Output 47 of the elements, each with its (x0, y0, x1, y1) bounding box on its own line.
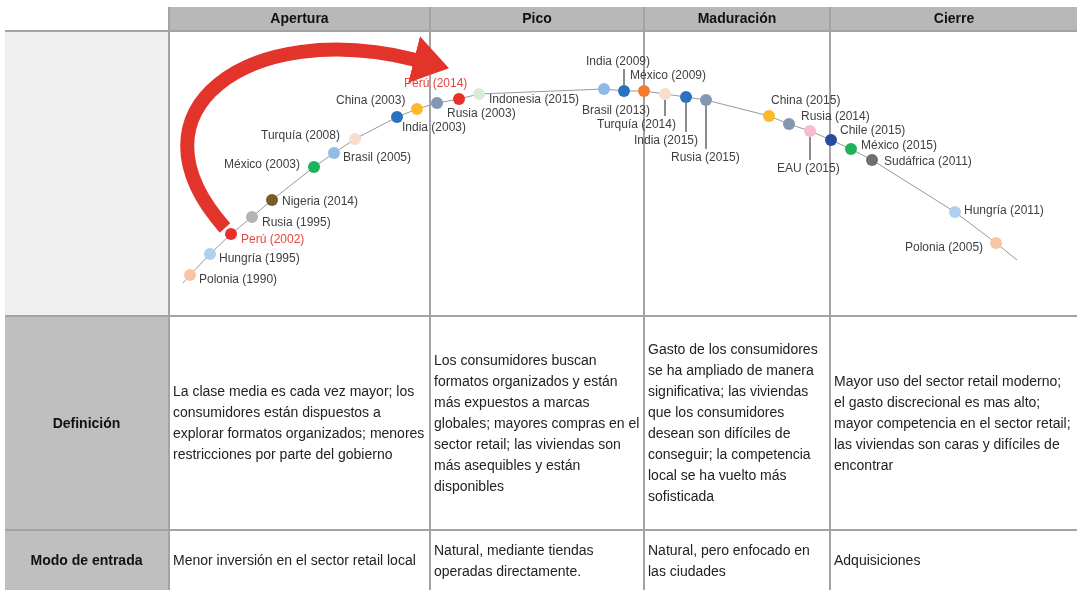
country-label: Brasil (2005) (343, 149, 412, 165)
table-cell-text: Menor inversión en el sector retail local (173, 551, 416, 570)
country-label: China (2003) (336, 92, 406, 108)
leader-line (685, 102, 687, 133)
table-cell-text: Natural, pero enfocado en las ciudades (648, 540, 811, 581)
leader-line (809, 136, 811, 161)
table-cell-text: Gasto de los consumidores se ha ampliado de manera significativa; las viviendas que los consumidores desean son difíciles de conseguir; la competencia local se ha vuelto más sofisticada (648, 340, 819, 506)
country-label: Rusia (2003) (447, 105, 516, 121)
table-cell-text: Natural, mediante tiendas operadas directamente. (434, 540, 595, 581)
leader-line (664, 99, 666, 117)
table-cell-text: La clase media es cada vez mayor; los consumidores están dispuestos a explorar formatos organizados; menores restricciones por parte del gobierno (173, 382, 426, 464)
country-label: Turquía (2014) (597, 116, 676, 132)
country-label: Rusia (1995) (262, 214, 331, 230)
leader-line (623, 68, 625, 86)
country-label: India (2003) (402, 119, 467, 135)
column-header: Pico (431, 7, 643, 30)
country-label: Nigeria (2014) (282, 193, 359, 209)
column-header: Maduración (645, 7, 829, 30)
country-label: Polonia (1990) (199, 271, 278, 287)
country-label: Chile (2015) (840, 123, 906, 138)
row-header: Definición (5, 317, 168, 529)
curved-arrow (180, 36, 450, 233)
country-label: México (2003) (224, 156, 301, 172)
country-label: Brasil (2013) (582, 102, 651, 118)
country-label: México (2015) (861, 137, 938, 153)
table-cell-text: Adquisiciones (834, 551, 921, 570)
country-label: India (2009) (586, 53, 651, 69)
country-label: Hungría (1995) (219, 250, 300, 266)
country-label: Perú (2002) (241, 231, 305, 247)
row-header: Modo de entrada (5, 531, 168, 590)
country-label: Polonia (2005) (905, 239, 984, 255)
table-cell-text: Los consumidores buscan formatos organizados y están más expuestos a marcas globales; mayores compras en el sector retail; las viviendas son más asequibles y están disponibles (434, 350, 640, 496)
country-label: Hungría (2011) (964, 202, 1044, 218)
country-label: Rusia (2015) (671, 149, 740, 165)
table-cell-text: Mayor uso del sector retail moderno; el gasto discrecional es mas alto; mayor competencia en el sector retail; las viviendas son caras y difíciles de encontrar (834, 371, 1072, 475)
country-label: Rusia (2014) (801, 108, 870, 124)
country-label: Perú (2014) (404, 75, 468, 91)
country-label: China (2015) (771, 92, 841, 108)
country-label: Sudáfrica (2011) (884, 153, 972, 169)
country-label: México (2009) (630, 68, 707, 83)
country-label: Turquía (2008) (261, 127, 340, 143)
country-label: India (2015) (634, 132, 699, 148)
country-label: EAU (2015) (777, 160, 840, 176)
column-header: Cierre (831, 7, 1077, 30)
column-header: Apertura (170, 7, 429, 30)
country-label: Indonesia (2015) (489, 91, 580, 107)
leader-line (705, 105, 707, 150)
